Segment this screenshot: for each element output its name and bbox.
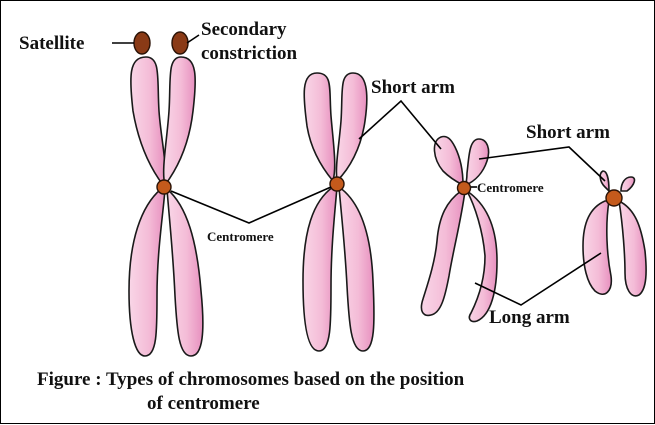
line-short-arm-2	[479, 147, 605, 181]
line-secondary-constriction	[187, 35, 199, 43]
chromosome-3	[421, 136, 497, 321]
chromatid-upper-left	[131, 57, 165, 185]
chromatid-upper-left-2	[304, 73, 335, 181]
chromatid-upper-left-3	[434, 136, 463, 185]
chromatid-lower-right-3	[467, 191, 497, 322]
label-satellite: Satellite	[19, 33, 84, 54]
chromatid-lower-right	[167, 189, 203, 356]
chromatid-lower-left-2	[303, 187, 337, 351]
centromere-1	[157, 180, 171, 194]
chromatid-upper-right-3	[466, 139, 489, 185]
line-centromere-1	[171, 187, 331, 223]
chromosome-4	[583, 171, 646, 296]
chromatid-lower-right-4	[619, 201, 646, 296]
label-centromere-1: Centromere	[207, 229, 274, 244]
chromatid-upper-right-4	[621, 177, 634, 191]
chromosome-1	[129, 32, 203, 356]
label-short-arm-1: Short arm	[371, 77, 455, 98]
chromatid-upper-right-2	[336, 73, 366, 181]
centromere-4	[606, 190, 622, 206]
line-short-arm-1	[359, 101, 441, 149]
chromatid-lower-left-4	[583, 201, 611, 294]
satellite-left	[134, 32, 150, 54]
label-secondary-line2: constriction	[201, 43, 297, 64]
satellite-right	[172, 32, 188, 54]
label-secondary-line1: Secondary	[201, 19, 287, 40]
label-long-arm: Long arm	[489, 307, 570, 328]
label-centromere-2: Centromere	[477, 180, 544, 195]
caption-line1: Figure : Types of chromosomes based on t…	[37, 369, 465, 390]
chromosome-2	[303, 73, 374, 351]
chromatid-lower-left	[129, 189, 165, 356]
chromatid-lower-left-3	[421, 191, 465, 315]
caption-line2: of centromere	[147, 393, 260, 414]
chromatid-lower-right-2	[339, 187, 374, 351]
chromatid-upper-right	[164, 57, 196, 185]
label-short-arm-2: Short arm	[526, 122, 610, 143]
centromere-2	[330, 177, 344, 191]
centromere-3	[458, 182, 471, 195]
